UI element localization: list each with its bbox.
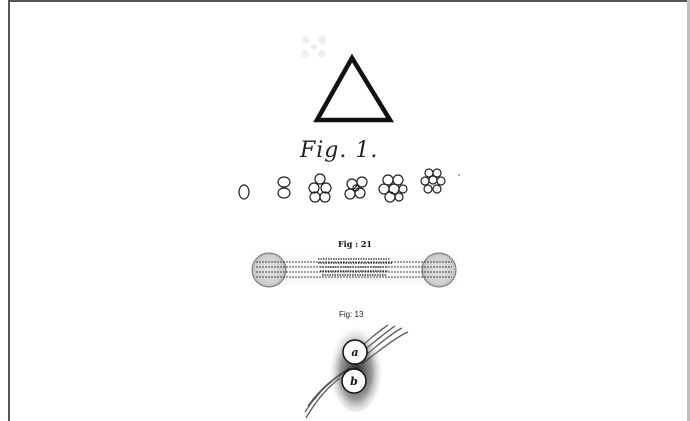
fig21-caption: Fig : 21 — [338, 239, 372, 249]
cell-stage-5 — [379, 175, 407, 202]
cell-stage-6 — [421, 169, 445, 193]
fig13-caption: Fig: 13 — [339, 310, 363, 319]
two-cell-diagram: a b — [305, 324, 408, 418]
cell-stage-3 — [309, 174, 331, 202]
faint-dots — [301, 36, 326, 58]
fig1-caption: Fig. 1. — [300, 138, 378, 163]
triangle-shape — [317, 58, 390, 120]
spindle-pole-right — [422, 253, 456, 287]
cell-a-label: a — [351, 346, 358, 359]
cell-stage-2 — [278, 177, 290, 198]
spindle-pole-left — [252, 253, 286, 287]
cell-b-label: b — [350, 375, 358, 388]
cell-division-sequence — [239, 169, 460, 202]
cell-stage-4 — [345, 177, 367, 199]
spindle-diagram — [252, 253, 457, 287]
cell-stage-1 — [239, 185, 249, 199]
